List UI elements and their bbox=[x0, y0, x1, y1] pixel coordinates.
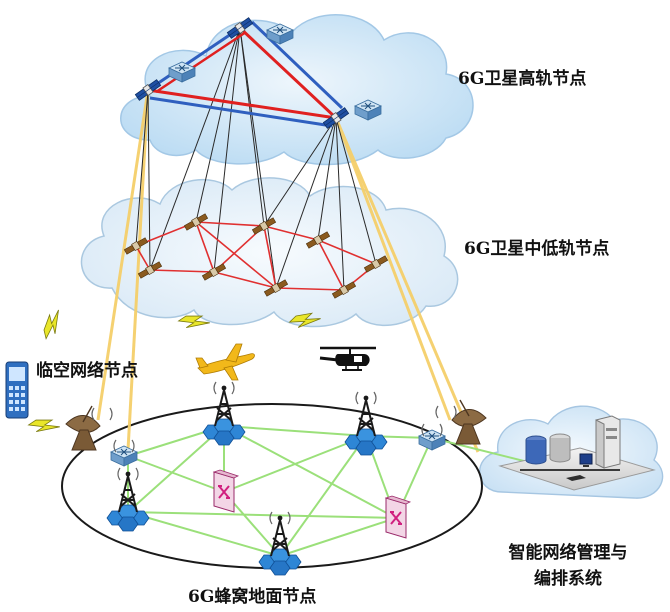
server-icon bbox=[595, 415, 621, 469]
switch-icon bbox=[385, 495, 411, 539]
phone-icon bbox=[5, 361, 29, 419]
geo-layer-label: 6G卫星高轨节点 bbox=[458, 69, 587, 89]
ground-layer-label: 6G蜂窝地面节点 bbox=[188, 587, 317, 607]
helicopter-icon bbox=[319, 346, 376, 371]
management-label-line2: 编排系统 bbox=[534, 569, 602, 589]
dish-signal-icon bbox=[91, 405, 457, 421]
leo-layer-label: 6G卫星中低轨节点 bbox=[464, 239, 610, 259]
management-system bbox=[498, 415, 656, 491]
router-signal-icon bbox=[113, 423, 443, 453]
ground-links bbox=[127, 425, 561, 557]
keyboard-icon bbox=[566, 475, 586, 481]
inter-layer-links bbox=[135, 27, 377, 291]
air-layer-label: 临空网络节点 bbox=[36, 361, 138, 381]
management-label: 智能网络管理与 编排系统 bbox=[480, 540, 656, 592]
management-label-line1: 智能网络管理与 bbox=[508, 543, 628, 563]
lightning-icon bbox=[27, 410, 62, 442]
airplane-icon bbox=[195, 343, 255, 381]
feeder-links bbox=[96, 89, 480, 453]
database-icon bbox=[549, 433, 571, 463]
lightning-icon bbox=[35, 308, 70, 341]
switch-icon bbox=[213, 469, 239, 513]
database-icon bbox=[525, 435, 547, 465]
monitor-icon bbox=[579, 453, 593, 467]
geo-cloud bbox=[120, 14, 474, 166]
